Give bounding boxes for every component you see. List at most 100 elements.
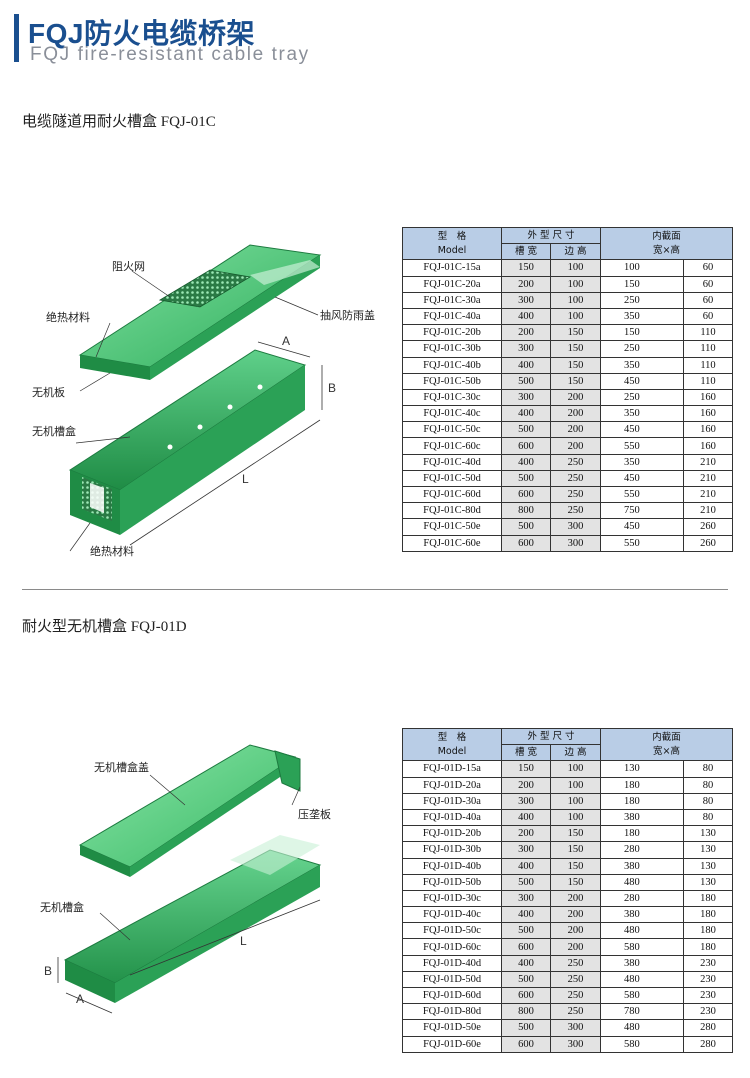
cell-inner-height: 210	[683, 469, 733, 488]
cell-model: FQJ-01D-40b	[402, 857, 502, 875]
cell-height: 100	[550, 792, 601, 810]
cover-01d	[78, 744, 301, 877]
cell-model: FQJ-01C-20a	[402, 275, 502, 293]
cell-height: 250	[550, 502, 601, 520]
cell-inner-width: 480	[600, 922, 684, 940]
cell-inner-width: 350	[600, 307, 684, 326]
cell-width: 200	[501, 275, 551, 293]
section-divider	[22, 589, 728, 590]
cell-inner-width: 350	[600, 405, 684, 423]
cell-inner-width: 280	[600, 841, 684, 859]
cell-width: 600	[501, 534, 551, 552]
cell-model: FQJ-01C-30a	[402, 291, 502, 309]
header-accent-bar	[14, 14, 19, 62]
cell-inner-width: 580	[600, 938, 684, 956]
cell-model: FQJ-01C-15a	[402, 259, 502, 277]
cell-inner-width: 550	[600, 534, 684, 552]
callout-press-board: 压垄板	[298, 807, 331, 821]
cell-height: 300	[550, 518, 601, 536]
cell-model: FQJ-01C-50d	[402, 469, 502, 488]
cell-height: 100	[550, 291, 601, 309]
cell-model: FQJ-01C-60e	[402, 534, 502, 552]
cell-inner-width: 750	[600, 502, 684, 520]
trough-01d	[63, 835, 322, 1003]
cell-inner-width: 380	[600, 857, 684, 875]
cell-inner-height: 160	[683, 421, 733, 439]
cell-inner-width: 350	[600, 453, 684, 471]
cell-inner-height: 180	[683, 889, 733, 908]
diagram-fqj-01c: A B L 阻火网 抽风防雨盖 绝热材料 无机板 无机槽盒 绝热材料	[32, 244, 375, 558]
cell-inner-width: 450	[600, 372, 684, 390]
header-height: 边 高	[550, 744, 601, 762]
cell-inner-height: 130	[683, 825, 733, 843]
cell-height: 200	[550, 889, 601, 908]
cell-inner-width: 580	[600, 1035, 684, 1053]
cell-width: 400	[501, 906, 551, 924]
cell-model: FQJ-01D-40a	[402, 808, 502, 827]
cell-width: 500	[501, 970, 551, 989]
cell-inner-height: 130	[683, 857, 733, 875]
cell-height: 100	[550, 275, 601, 293]
dim-label-a: A	[282, 334, 290, 348]
cell-inner-height: 280	[683, 1019, 733, 1037]
cell-height: 200	[550, 906, 601, 924]
cell-width: 500	[501, 922, 551, 940]
cell-height: 150	[550, 372, 601, 390]
cell-height: 250	[550, 469, 601, 488]
cell-inner-height: 210	[683, 485, 733, 504]
cell-height: 300	[550, 534, 601, 552]
cell-height: 100	[550, 259, 601, 277]
tray-cover	[78, 244, 322, 380]
dimension-lines-01d	[57, 899, 321, 1014]
cell-inner-width: 180	[600, 776, 684, 794]
cell-width: 300	[501, 291, 551, 309]
cell-model: FQJ-01D-50d	[402, 970, 502, 989]
cell-model: FQJ-01D-20b	[402, 825, 502, 843]
cell-width: 400	[501, 356, 551, 374]
cell-model: FQJ-01D-50e	[402, 1019, 502, 1037]
cell-width: 500	[501, 1019, 551, 1037]
cell-width: 400	[501, 453, 551, 471]
cell-inner-width: 380	[600, 808, 684, 827]
header-inner-section: 内截面宽×高	[600, 727, 733, 762]
cell-inner-height: 60	[683, 291, 733, 309]
cell-width: 500	[501, 873, 551, 891]
cell-model: FQJ-01C-40c	[402, 405, 502, 423]
cell-inner-height: 260	[683, 534, 733, 552]
cell-width: 300	[501, 340, 551, 358]
cell-inner-width: 250	[600, 291, 684, 309]
cell-width: 150	[501, 760, 551, 778]
cell-inner-width: 480	[600, 970, 684, 989]
cell-width: 800	[501, 502, 551, 520]
cell-width: 400	[501, 954, 551, 972]
page-subtitle: FQJ fire-resistant cable tray	[30, 44, 310, 65]
cell-width: 500	[501, 469, 551, 488]
cell-height: 150	[550, 841, 601, 859]
cell-width: 500	[501, 518, 551, 536]
cell-inner-height: 80	[683, 792, 733, 810]
cell-model: FQJ-01D-60d	[402, 986, 502, 1005]
cell-height: 150	[550, 873, 601, 891]
cell-width: 500	[501, 421, 551, 439]
callout-insulation-bottom: 绝热材料	[90, 544, 134, 558]
cell-height: 100	[550, 307, 601, 326]
cell-inner-width: 100	[600, 259, 684, 277]
